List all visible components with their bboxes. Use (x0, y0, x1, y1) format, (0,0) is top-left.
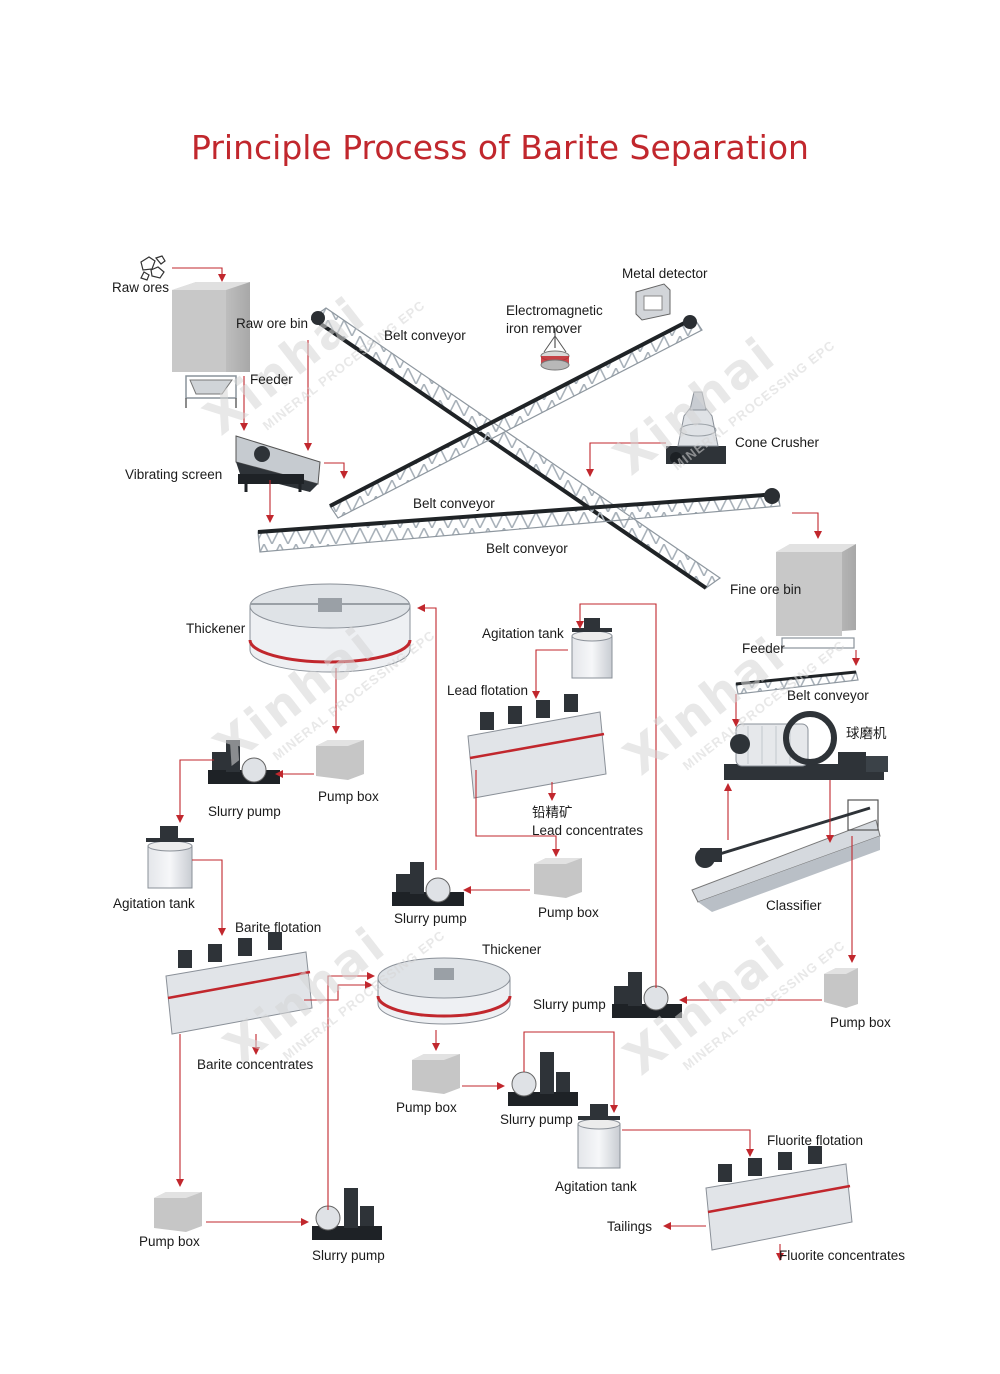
label-belt-conveyor-3: Belt conveyor (486, 541, 568, 556)
label-belt-conveyor-1: Belt conveyor (384, 328, 466, 343)
barite-flotation-cells (165, 932, 313, 1035)
pump-box-bottom-mid (412, 1054, 460, 1094)
slurry-pump-right (612, 972, 682, 1018)
label-pump-box-right: Pump box (830, 1015, 891, 1030)
cone-crusher (666, 391, 726, 464)
label-vibrating-screen: Vibrating screen (125, 467, 223, 482)
vibrating-screen (235, 435, 321, 492)
lead-flotation-cells (467, 694, 607, 799)
label-cone-crusher: Cone Crusher (735, 435, 820, 450)
metal-detector (635, 283, 671, 321)
thickener-2 (376, 957, 512, 1025)
agitation-tank-top (571, 618, 613, 679)
label-lead-concentrates: Lead concentrates (532, 823, 644, 838)
label-pump-box-bottom-mid: Pump box (396, 1100, 457, 1115)
label-raw-ore-bin: Raw ore bin (236, 316, 309, 331)
label-barite-concentrates: Barite concentrates (197, 1057, 314, 1072)
label-fluorite-concentrates: Fluorite concentrates (779, 1248, 906, 1263)
label-slurry-pump-bottom-mid: Slurry pump (500, 1112, 573, 1127)
thickener-1 (248, 583, 412, 673)
pump-box-bottom-left (154, 1192, 202, 1232)
pump-box-left (316, 740, 364, 780)
ball-mill (724, 711, 888, 780)
label-pump-box-left: Pump box (318, 789, 379, 804)
label-electromagnetic-line1: Electromagnetic (506, 303, 603, 318)
label-agitation-tank-bottom: Agitation tank (555, 1179, 637, 1194)
label-slurry-pump-bottom-left: Slurry pump (312, 1248, 385, 1263)
label-classifier: Classifier (766, 898, 822, 913)
label-belt-conveyor-2: Belt conveyor (413, 496, 495, 511)
agitation-tank-bottom (577, 1104, 621, 1169)
feeder-2 (781, 637, 855, 649)
label-barite-flotation: Barite flotation (235, 920, 322, 935)
raw-ores-icon (140, 255, 166, 281)
label-ball-mill: 球磨机 (846, 726, 887, 741)
fine-ore-bin (776, 544, 856, 636)
label-slurry-pump-left: Slurry pump (208, 804, 281, 819)
diagram-title: Principle Process of Barite Separation (191, 128, 809, 167)
belt-conveyor-2 (329, 315, 703, 519)
label-electromagnetic-line2: iron remover (506, 321, 582, 336)
electromagnetic-iron-remover (540, 328, 570, 371)
label-tailings: Tailings (607, 1219, 653, 1234)
belt-conveyor-3 (257, 488, 781, 553)
pump-box-right (824, 968, 858, 1008)
label-thickener-2: Thickener (482, 942, 542, 957)
slurry-pump-left (208, 740, 280, 784)
label-fluorite-flotation: Fluorite flotation (767, 1133, 864, 1148)
label-lead-flotation: Lead flotation (447, 683, 529, 698)
label-agitation-tank-left: Agitation tank (113, 896, 195, 911)
pump-box-mid (534, 858, 582, 898)
label-feeder-2: Feeder (742, 641, 785, 656)
label-slurry-pump-right: Slurry pump (533, 997, 606, 1012)
flow-arrows (172, 267, 860, 1261)
label-agitation-tank-top: Agitation tank (482, 626, 564, 641)
slurry-pump-bottom-mid (508, 1052, 578, 1106)
label-belt-conveyor-4: Belt conveyor (787, 688, 869, 703)
label-lead-concentrates-cn: 铅精矿 (532, 805, 573, 820)
label-thickener-1: Thickener (186, 621, 246, 636)
label-fine-ore-bin: Fine ore bin (730, 582, 802, 597)
slurry-pump-bottom-left (312, 1188, 382, 1240)
label-pump-box-mid: Pump box (538, 905, 599, 920)
label-slurry-pump-mid: Slurry pump (394, 911, 467, 926)
label-raw-ores: Raw ores (112, 280, 170, 295)
label-pump-box-bottom-left: Pump box (139, 1234, 200, 1249)
label-feeder-1: Feeder (250, 372, 293, 387)
raw-ore-bin (172, 282, 250, 372)
feeder-1 (185, 375, 237, 408)
belt-conveyor-4 (735, 670, 859, 695)
agitation-tank-left (146, 826, 194, 889)
fluorite-flotation-cells (705, 1146, 853, 1251)
slurry-pump-mid (392, 862, 464, 906)
label-metal-detector: Metal detector (622, 266, 708, 281)
